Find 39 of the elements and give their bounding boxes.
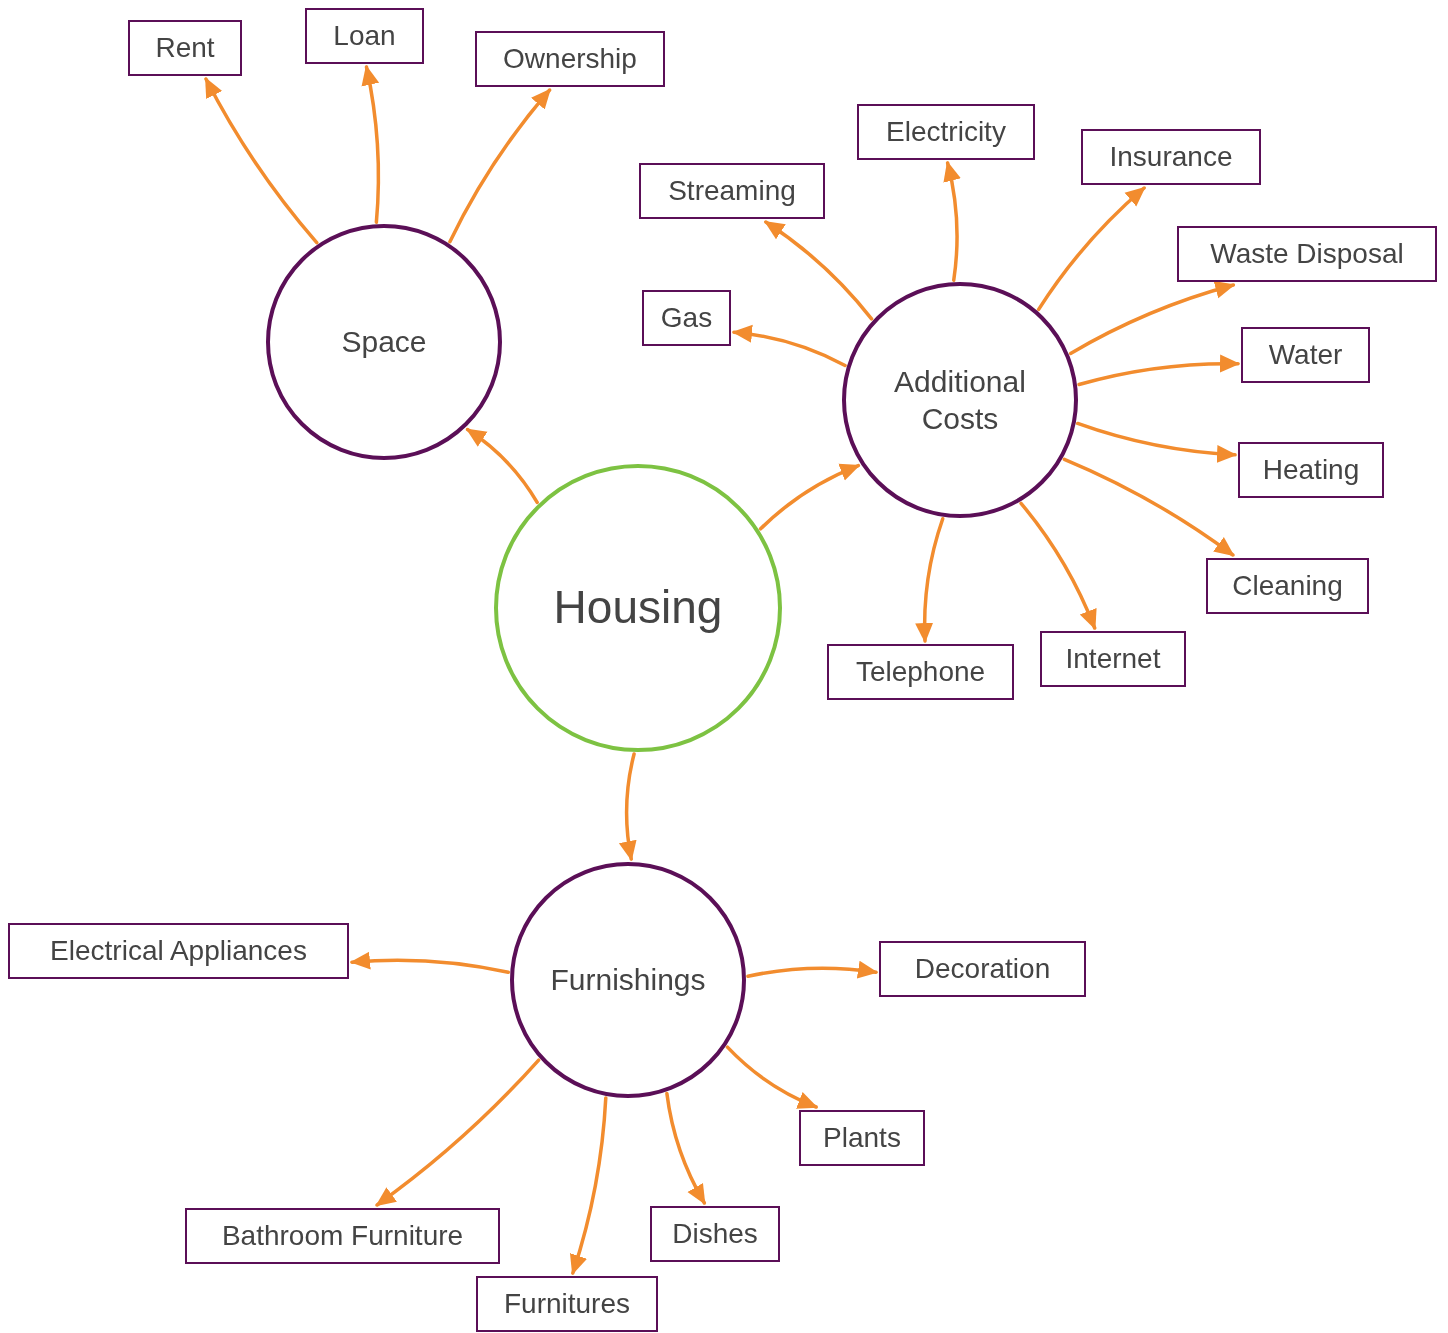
label-box: Plants [799,1110,925,1166]
label-box: Loan [305,8,424,64]
label-box: Cleaning [1206,558,1369,614]
arrow [375,1058,541,1207]
arrow [1062,457,1235,557]
label-box: Gas [642,290,731,346]
arrow [569,1096,608,1275]
label-box: Waste Disposal [1177,226,1437,282]
label-box: Bathroom Furniture [185,1208,500,1264]
arrow [448,88,552,244]
label-box: Telephone [827,644,1014,700]
arrow [619,752,637,861]
arrow [758,463,861,531]
arrow [350,951,510,974]
arrow [1068,281,1236,356]
arrow [915,517,945,643]
arrow [1036,186,1146,312]
label-box: Electricity [857,104,1035,160]
label-box: Heating [1238,442,1384,498]
label-box: Streaming [639,163,825,219]
arrow [746,960,878,979]
arrow [204,77,319,245]
label-box: Insurance [1081,129,1261,185]
label-box: Decoration [879,941,1086,997]
arrow [943,161,961,282]
arrow [665,1091,707,1205]
label-box: Water [1241,327,1370,383]
label-box: Electrical Appliances [8,923,349,979]
arrow [1077,354,1240,387]
arrow [361,65,381,224]
label-box: Ownership [475,31,665,87]
label-box: Internet [1040,631,1186,687]
arrow [725,1045,818,1109]
label-box: Furnitures [476,1276,658,1332]
label-box: Dishes [650,1206,780,1262]
label-box: Rent [128,20,242,76]
arrow [764,220,874,321]
arrow [465,427,539,505]
arrow [1019,501,1097,630]
